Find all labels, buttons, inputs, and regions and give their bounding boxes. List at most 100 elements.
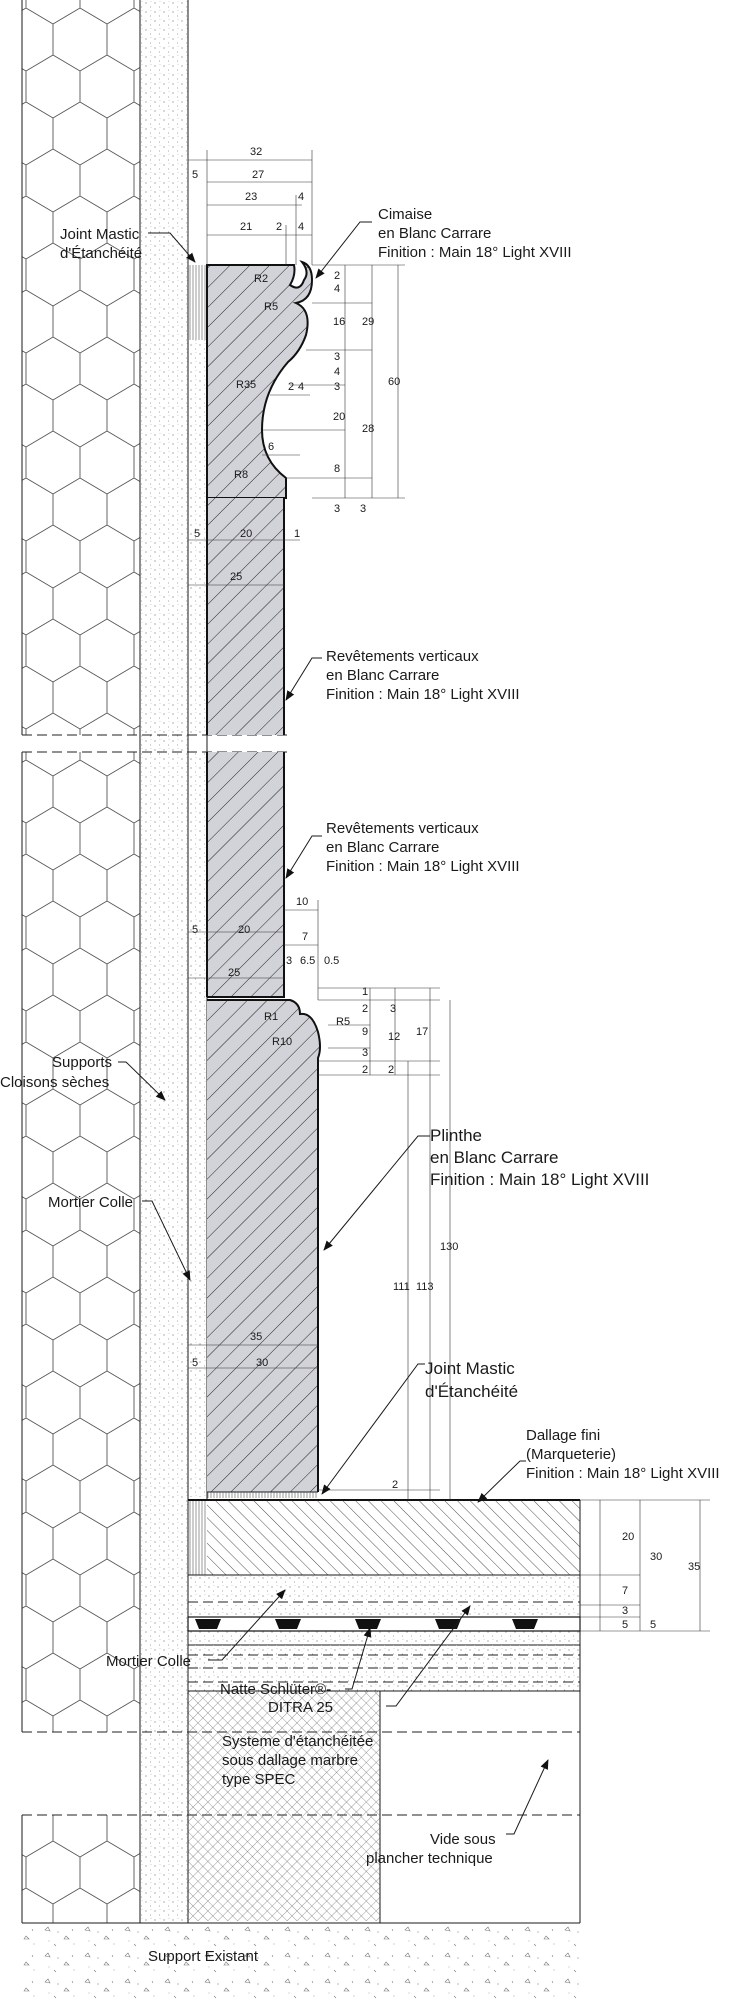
dim-value: 12 <box>388 1031 400 1043</box>
dim-value: 30 <box>256 1357 268 1369</box>
leader-lines <box>118 221 549 1835</box>
joint-mastic-top-label-line2: d'Étanchéité <box>60 245 142 262</box>
dim-value: 25 <box>228 967 240 979</box>
plinthe-label-line2: en Blanc Carrare <box>430 1148 559 1167</box>
dim-value: R35 <box>236 379 256 391</box>
cimaise-label-line2: en Blanc Carrare <box>378 225 491 242</box>
natte-label-line2: DITRA 25 <box>268 1699 333 1716</box>
dim-value: 4 <box>334 366 340 378</box>
dim-value: 29 <box>362 316 374 328</box>
dimension-lines <box>187 150 710 1632</box>
dim-value: R5 <box>264 301 278 313</box>
revetement-panel-top <box>206 498 285 735</box>
dim-value: 7 <box>302 931 308 943</box>
dim-value: 9 <box>362 1026 368 1038</box>
dim-value: 0.5 <box>324 955 339 967</box>
raised-floor-support <box>187 1691 381 1923</box>
dim-value: 3 <box>334 503 340 515</box>
hexagon-insulation <box>21 0 140 1924</box>
dim-value: 4 <box>334 283 340 295</box>
dim-value: 32 <box>250 146 262 158</box>
vide-label-line2: plancher technique <box>366 1850 493 1867</box>
dim-value: 5 <box>650 1619 656 1631</box>
dallage-label-line1: Dallage fini <box>526 1427 600 1444</box>
dim-value: 2 <box>334 270 340 282</box>
systeme-label-line2: sous dallage marbre <box>222 1752 358 1769</box>
dim-value: 35 <box>250 1331 262 1343</box>
dim-value: 1 <box>294 528 300 540</box>
dim-value: 5 <box>194 528 200 540</box>
joint-mastic-bottom-label-line2: d'Étanchéité <box>425 1382 518 1401</box>
dim-value: 6.5 <box>300 955 315 967</box>
drywall-support <box>139 0 189 1923</box>
existing-slab <box>22 1922 580 2000</box>
dim-value: 2 <box>388 1064 394 1076</box>
callout-labels: Cimaise en Blanc Carrare Finition : Main… <box>0 206 720 1965</box>
dim-value: R1 <box>264 1011 278 1023</box>
revetements-2-label-line3: Finition : Main 18° Light XVIII <box>326 858 520 875</box>
revetements-1-label-line3: Finition : Main 18° Light XVIII <box>326 686 520 703</box>
plinthe-label-line3: Finition : Main 18° Light XVIII <box>430 1170 649 1189</box>
joint-mastic-top <box>188 265 207 340</box>
dim-value: 4 <box>298 381 304 393</box>
dim-value: 2 <box>392 1479 398 1491</box>
dim-value: 21 <box>240 221 252 233</box>
dallage-label-line2: (Marqueterie) <box>526 1446 616 1463</box>
revetements-2-label-line2: en Blanc Carrare <box>326 839 439 856</box>
plinthe-profile <box>207 999 321 1498</box>
dim-value: 8 <box>334 463 340 475</box>
cimaise-profile <box>206 260 314 499</box>
floor-buildup <box>187 1499 581 1923</box>
dim-value: 20 <box>240 528 252 540</box>
supports-label-line1: Supports <box>52 1054 112 1071</box>
dim-value: 20 <box>333 411 345 423</box>
revetements-1-label-line1: Revêtements verticaux <box>326 648 479 665</box>
vide-label-line1: Vide sous <box>430 1831 496 1848</box>
dimension-values: 32 5 27 23 4 21 2 4 2 4 16 29 3 4 3 60 2… <box>192 146 700 1631</box>
dim-value: 4 <box>298 191 304 203</box>
systeme-label-line1: Systeme d'étanchéitée <box>222 1733 373 1750</box>
dim-value: 20 <box>238 924 250 936</box>
dim-value: 10 <box>296 896 308 908</box>
dim-value: 5 <box>192 1357 198 1369</box>
dim-value: 20 <box>622 1531 634 1543</box>
support-existant-label: Support Existant <box>148 1948 259 1965</box>
dallage-label-line3: Finition : Main 18° Light XVIII <box>526 1465 720 1482</box>
mortier-colle-wall-label: Mortier Colle <box>48 1194 133 1211</box>
dim-value: 30 <box>650 1551 662 1563</box>
dim-value: 5 <box>192 924 198 936</box>
dim-value: R5 <box>336 1016 350 1028</box>
dim-value: 2 <box>276 221 282 233</box>
dim-value: 3 <box>334 381 340 393</box>
dim-value: 3 <box>334 351 340 363</box>
dim-value: 3 <box>360 503 366 515</box>
revetements-1-label-line2: en Blanc Carrare <box>326 667 439 684</box>
supports-label-line2: Cloisons sèches <box>0 1074 109 1091</box>
dim-value: R8 <box>234 469 248 481</box>
dim-value: 2 <box>362 1064 368 1076</box>
dim-value: 3 <box>286 955 292 967</box>
dim-value: 2 <box>288 381 294 393</box>
dim-value: 6 <box>268 441 274 453</box>
dim-value: 2 <box>362 1003 368 1015</box>
dim-value: 7 <box>622 1585 628 1597</box>
dim-value: 17 <box>416 1026 428 1038</box>
cimaise-label-line1: Cimaise <box>378 206 432 223</box>
dim-value: 28 <box>362 423 374 435</box>
dim-value: 25 <box>230 571 242 583</box>
dim-value: 35 <box>688 1561 700 1573</box>
cimaise-label-line3: Finition : Main 18° Light XVIII <box>378 244 572 261</box>
dim-value: 5 <box>622 1619 628 1631</box>
dim-value: 111 <box>393 1281 410 1293</box>
dim-value: 60 <box>388 376 400 388</box>
dim-value: R2 <box>254 273 268 285</box>
dim-value: 3 <box>622 1605 628 1617</box>
joint-mastic-bottom-label-line1: Joint Mastic <box>425 1359 515 1378</box>
dim-value: 27 <box>252 169 264 181</box>
natte-label-line1: Natte Schlüter®- <box>220 1681 331 1698</box>
dim-value: 5 <box>192 169 198 181</box>
dim-value: 130 <box>440 1241 458 1253</box>
dim-value: 4 <box>298 221 304 233</box>
dim-value: R10 <box>272 1036 292 1048</box>
